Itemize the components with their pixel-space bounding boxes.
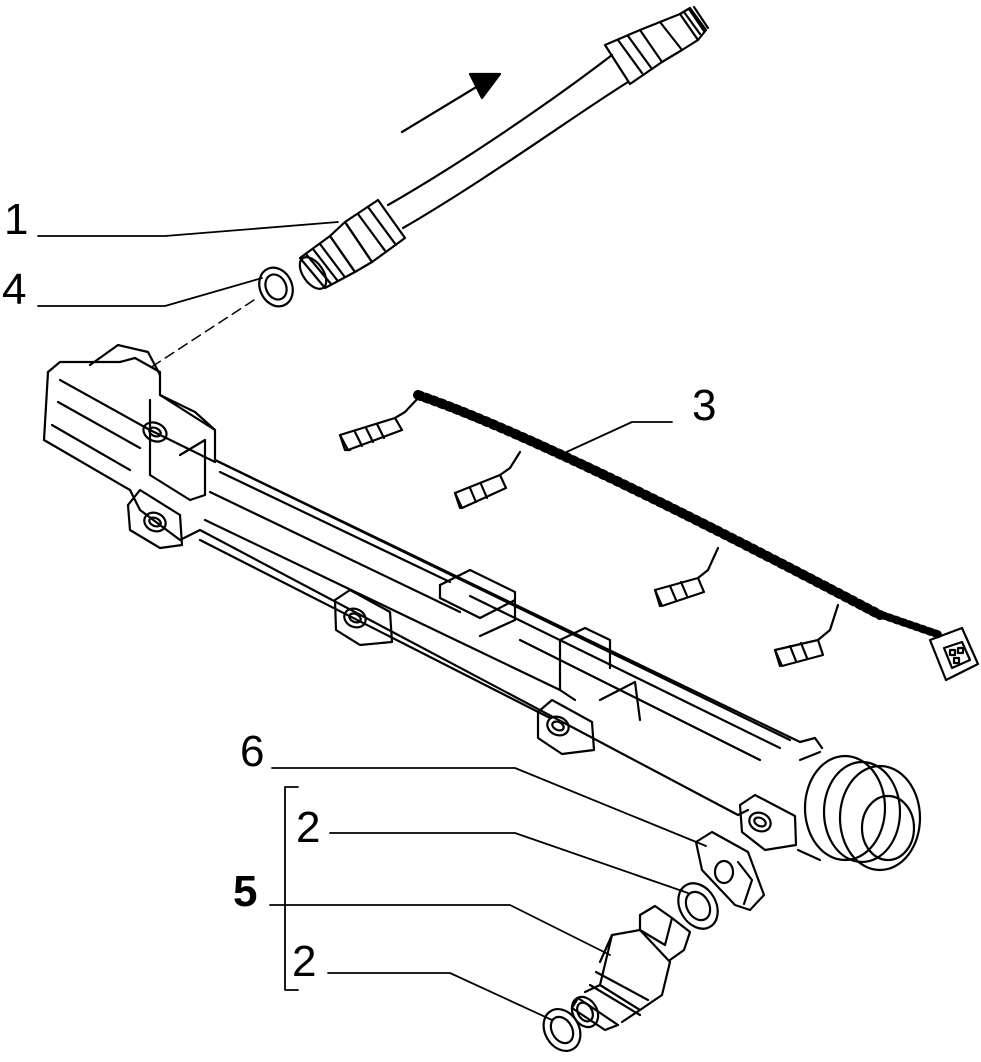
leader-line-2-lower	[327, 972, 553, 1021]
leader-line-3	[559, 421, 673, 456]
callout-2-upper: 2	[296, 803, 321, 852]
leader-line-1	[37, 221, 339, 237]
callout-6: 6	[240, 727, 265, 776]
callout-4: 4	[2, 265, 27, 314]
leader-lines	[37, 221, 707, 1021]
callout-5: 5	[233, 867, 258, 916]
injector-o-ring-lower	[542, 1008, 582, 1052]
leader-line-4	[37, 277, 263, 307]
callout-3: 3	[692, 381, 717, 430]
fuel-rail	[42, 343, 922, 872]
injector-gasket	[694, 830, 766, 912]
assembly-bracket	[284, 786, 299, 991]
injector-o-ring-upper	[677, 882, 719, 930]
leader-line-6	[271, 767, 707, 847]
flow-direction-arrow-icon	[400, 72, 502, 134]
o-ring-seal	[258, 266, 294, 308]
wiring-harness	[338, 390, 980, 682]
assembly-axis-line	[149, 299, 255, 369]
leader-line-5	[269, 904, 611, 956]
fuel-hose	[298, 5, 710, 290]
fuel-injector	[570, 904, 692, 1032]
leader-line-2-upper	[329, 832, 689, 894]
callout-1: 1	[4, 195, 29, 244]
callout-2-lower: 2	[292, 937, 317, 986]
